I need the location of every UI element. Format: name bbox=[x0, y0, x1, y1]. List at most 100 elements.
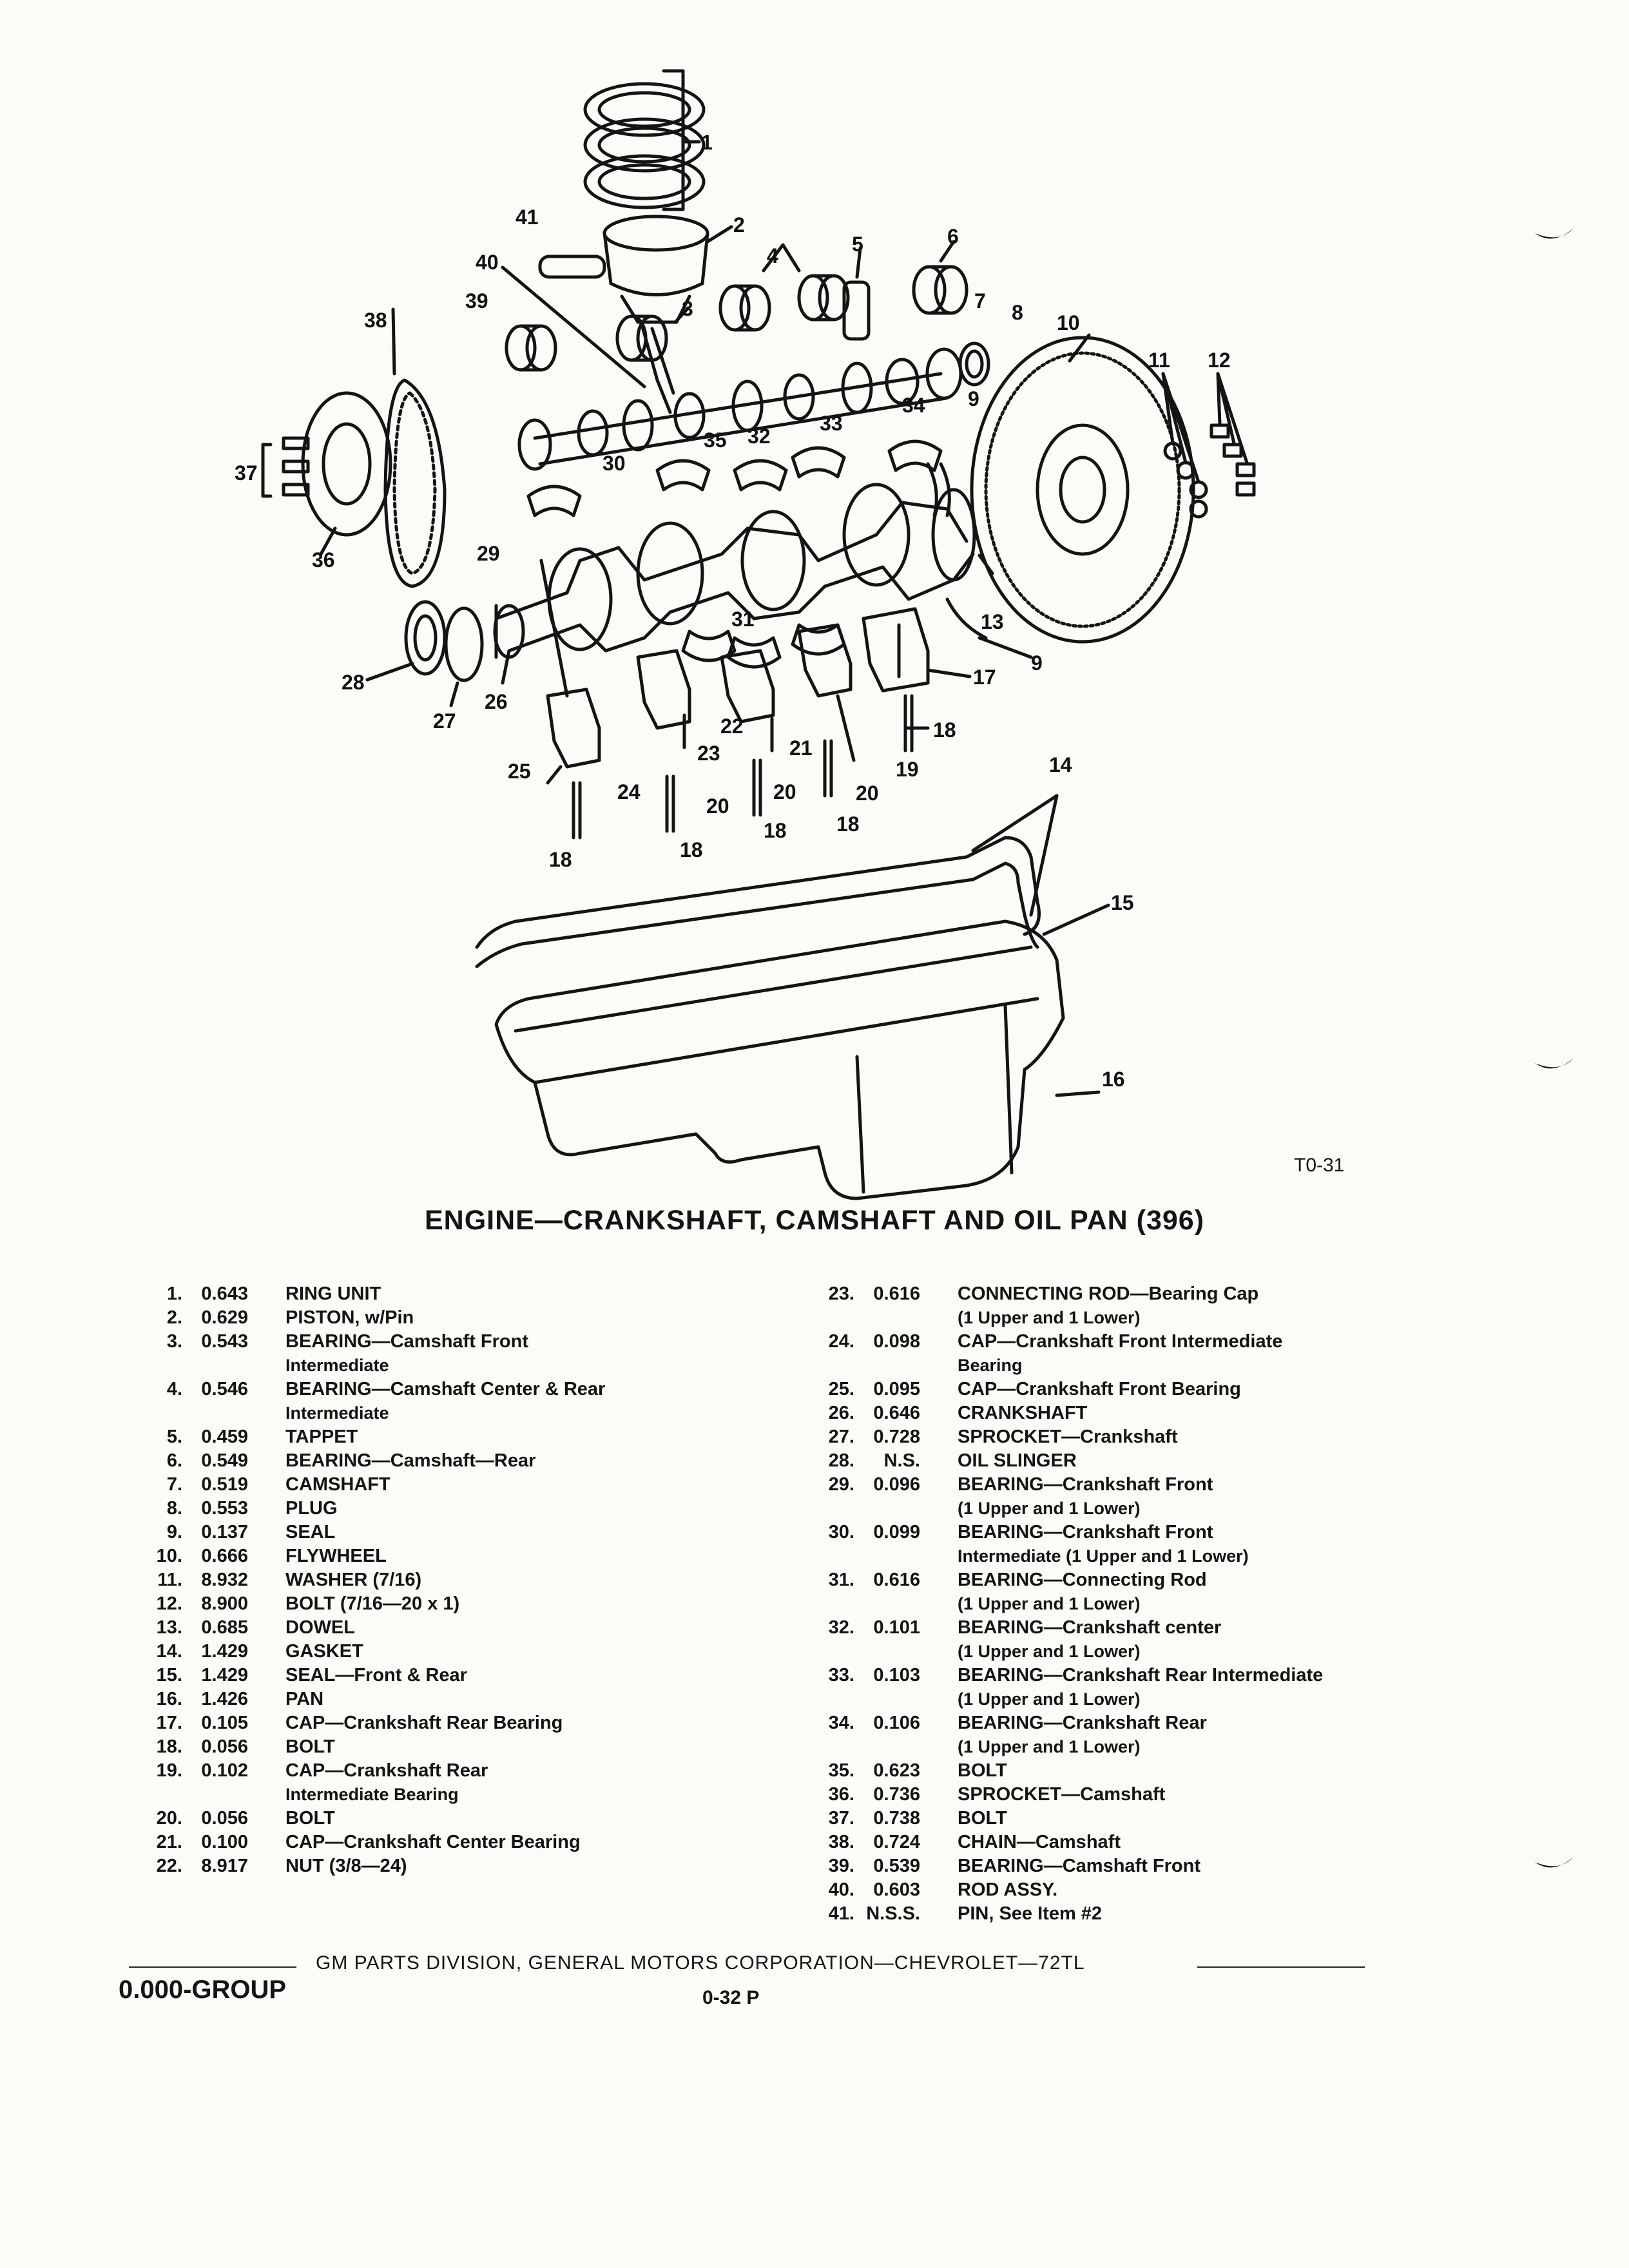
part-description: SEAL—Front & Rear bbox=[285, 1664, 782, 1687]
part-description-line1: CONNECTING ROD—Bearing Cap bbox=[958, 1283, 1259, 1304]
part-code: 0.137 bbox=[201, 1522, 248, 1542]
callout-16: 16 bbox=[1102, 1068, 1125, 1091]
part-description-line1: BOLT bbox=[958, 1760, 1007, 1781]
group-label: 0.000-GROUP bbox=[119, 1975, 287, 2004]
part-code: 0.623 bbox=[873, 1760, 920, 1781]
part-description-line1: PISTON, w/Pin bbox=[285, 1307, 414, 1328]
callout-8: 8 bbox=[1012, 301, 1023, 324]
binder-mark-icon bbox=[1535, 1058, 1574, 1069]
part-code: 0.095 bbox=[873, 1379, 920, 1399]
part-code: 8.932 bbox=[201, 1570, 248, 1590]
part-description-line1: CAP—Crankshaft Front Intermediate bbox=[958, 1331, 1283, 1352]
part-code: 0.616 bbox=[873, 1283, 920, 1304]
parts-list-row: 41.N.S.S.PIN, See Item #2 bbox=[804, 1902, 1454, 1926]
callout-20b: 20 bbox=[773, 780, 796, 803]
callout-33: 33 bbox=[820, 412, 843, 435]
callout-3: 3 bbox=[682, 297, 693, 320]
callout-22: 22 bbox=[720, 715, 744, 738]
part-code: 0.103 bbox=[873, 1665, 920, 1686]
part-description-line1: BEARING—Camshaft Front bbox=[285, 1331, 529, 1352]
page-number: 0-32 P bbox=[702, 1987, 760, 2008]
part-description-line1: BEARING—Crankshaft center bbox=[958, 1617, 1222, 1638]
callout-12: 12 bbox=[1208, 349, 1231, 372]
part-description-line1: BEARING—Camshaft Front bbox=[958, 1856, 1201, 1876]
part-description-line1: PLUG bbox=[285, 1498, 338, 1519]
part-description: SEAL bbox=[285, 1521, 782, 1544]
callout-20c: 20 bbox=[706, 794, 729, 818]
bearing-caps-drawing bbox=[546, 607, 930, 769]
part-description-line2: (1 Upper and 1 Lower) bbox=[958, 1642, 1141, 1661]
callout-10: 10 bbox=[1057, 311, 1080, 334]
part-description-line1: CAP—Crankshaft Rear Bearing bbox=[285, 1713, 563, 1733]
piston-drawing bbox=[501, 215, 733, 414]
part-description-line1: RING UNIT bbox=[285, 1283, 381, 1304]
part-description: BOLT bbox=[285, 1735, 782, 1759]
part-description: CAP—Crankshaft Rear Bearing bbox=[285, 1711, 782, 1735]
item-number: 16. bbox=[156, 1689, 182, 1709]
part-code: 0.728 bbox=[873, 1427, 920, 1447]
callout-7: 7 bbox=[974, 289, 986, 312]
part-description-line1: BOLT (7/16—20 x 1) bbox=[285, 1593, 460, 1614]
part-code: 0.643 bbox=[201, 1283, 248, 1304]
part-description: SPROCKET—Camshaft bbox=[958, 1783, 1454, 1807]
exploded-parts-diagram: 1 2 3 4 5 6 7 8 9 9 10 11 12 13 14 15 16… bbox=[235, 69, 1256, 1200]
item-number: 14. bbox=[156, 1641, 182, 1662]
callout-30: 30 bbox=[602, 452, 626, 475]
part-code: 0.616 bbox=[873, 1570, 920, 1590]
callout-14: 14 bbox=[1049, 753, 1072, 776]
part-description-line1: GASKET bbox=[285, 1641, 363, 1662]
item-number: 13. bbox=[156, 1617, 182, 1638]
crankshaft-drawing bbox=[404, 483, 976, 682]
page-title: ENGINE—CRANKSHAFT, CAMSHAFT AND OIL PAN … bbox=[424, 1205, 1205, 1236]
item-number: 38. bbox=[828, 1832, 854, 1852]
callout-1: 1 bbox=[701, 131, 713, 154]
item-number: 27. bbox=[828, 1427, 854, 1447]
callout-5: 5 bbox=[852, 233, 863, 256]
part-description: BEARING—Crankshaft Rear Intermediate(1 U… bbox=[958, 1664, 1454, 1711]
callout-40: 40 bbox=[476, 251, 499, 274]
part-description: CAP—Crankshaft Center Bearing bbox=[285, 1831, 782, 1854]
part-description-line2: (1 Upper and 1 Lower) bbox=[958, 1308, 1141, 1327]
part-description-line1: SEAL bbox=[285, 1522, 336, 1542]
part-code: N.S. bbox=[883, 1450, 920, 1471]
item-number: 20. bbox=[156, 1808, 182, 1829]
part-description: WASHER (7/16) bbox=[285, 1568, 782, 1592]
part-description: PLUG bbox=[285, 1497, 782, 1521]
part-code: 8.917 bbox=[201, 1856, 248, 1876]
flywheel-drawing bbox=[945, 333, 1256, 644]
part-description: BEARING—Connecting Rod(1 Upper and 1 Low… bbox=[958, 1568, 1454, 1616]
callout-28: 28 bbox=[342, 671, 365, 694]
callout-36: 36 bbox=[312, 548, 335, 572]
callout-35: 35 bbox=[704, 428, 727, 452]
item-number: 17. bbox=[156, 1713, 182, 1733]
part-description: CAMSHAFT bbox=[285, 1473, 782, 1497]
part-description-line1: CAMSHAFT bbox=[285, 1474, 390, 1495]
part-description-line1: BEARING—Crankshaft Rear Intermediate bbox=[958, 1665, 1324, 1686]
figure-id: T0-31 bbox=[1294, 1155, 1345, 1176]
part-code: 0.056 bbox=[201, 1736, 248, 1757]
item-number: 30. bbox=[828, 1522, 854, 1542]
part-description: BOLT bbox=[285, 1807, 782, 1831]
part-description: CHAIN—Camshaft bbox=[958, 1831, 1454, 1854]
part-code: 0.736 bbox=[873, 1784, 920, 1805]
